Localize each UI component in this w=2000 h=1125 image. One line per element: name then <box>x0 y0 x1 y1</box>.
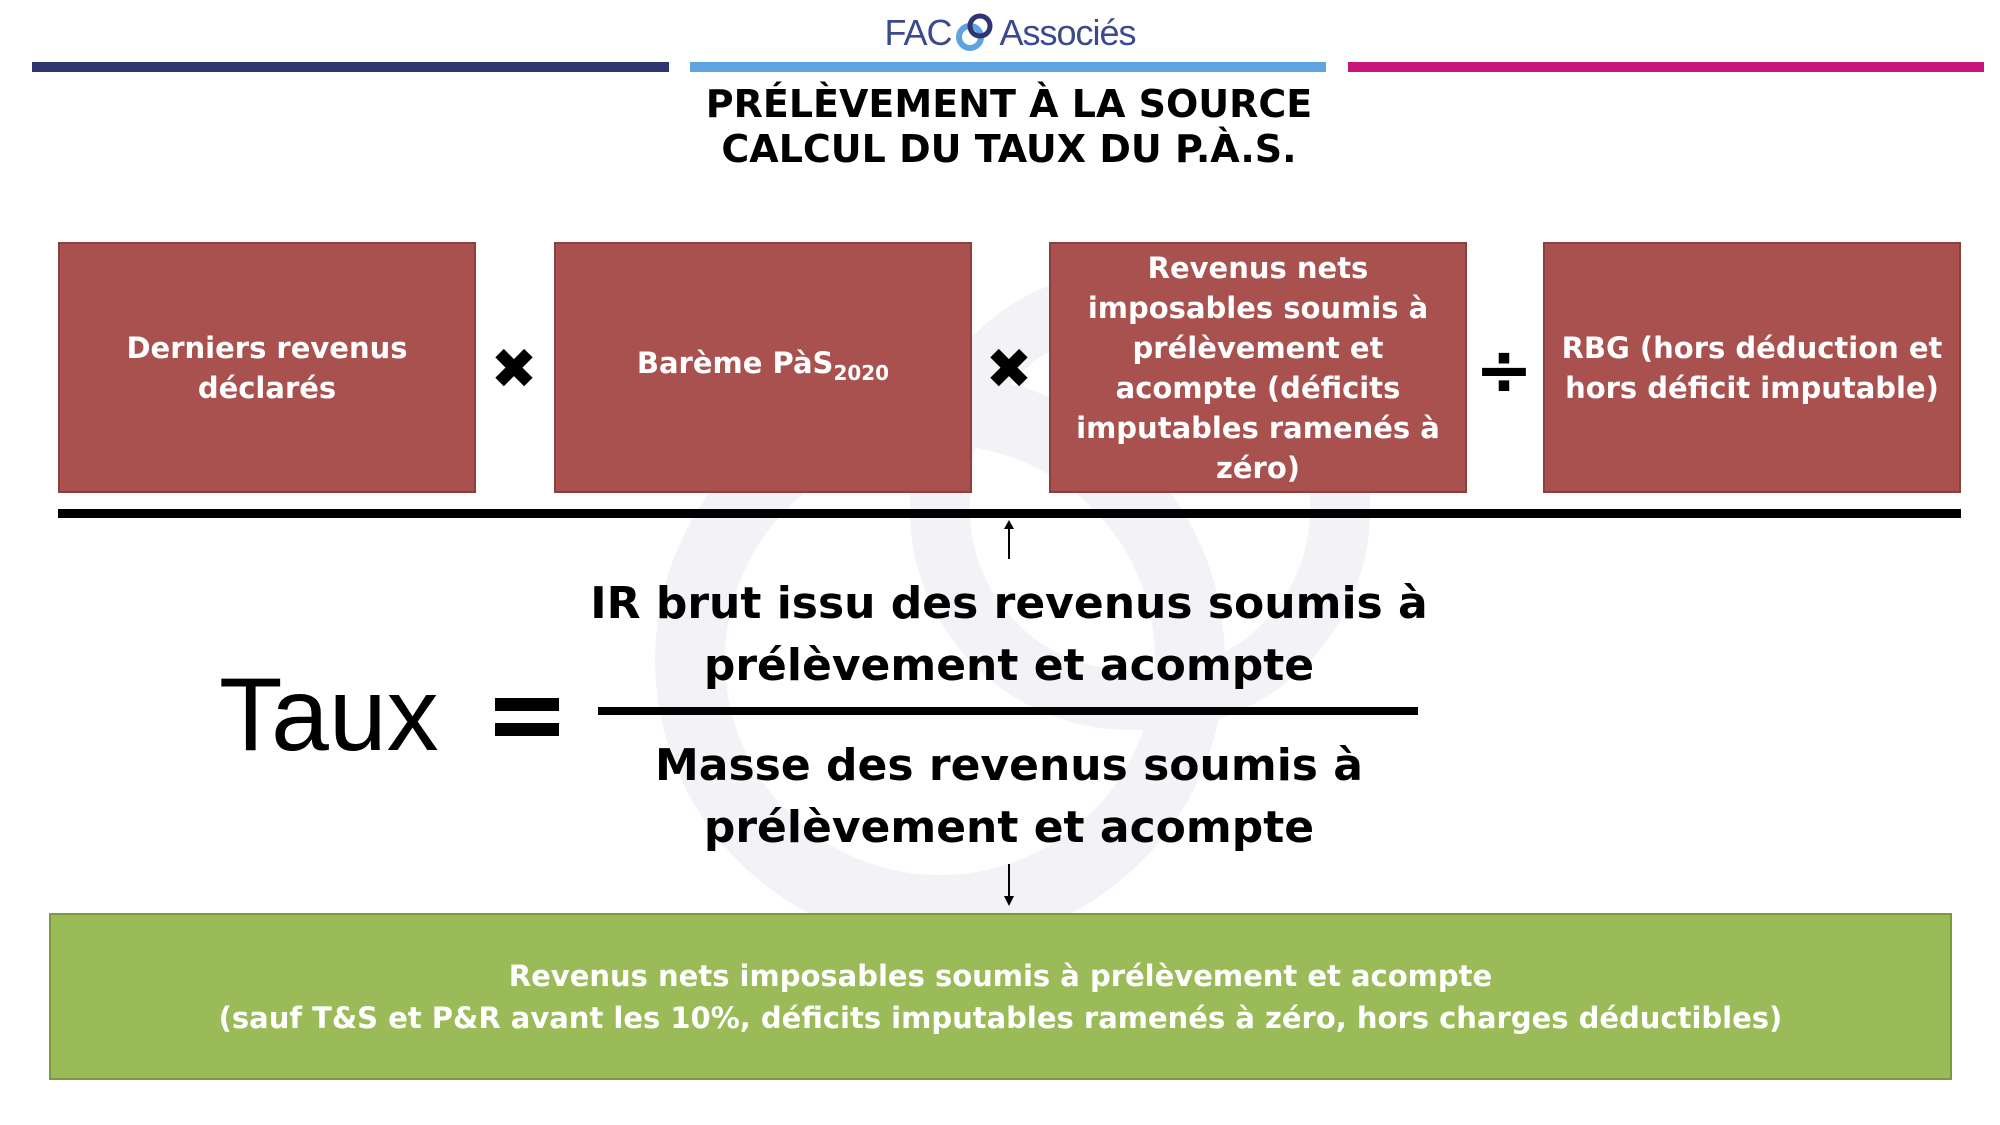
note-line-2: (sauf T&S et P&R avant les 10%, déficits… <box>218 1000 1783 1035</box>
box-bareme: Barème PàS2020 <box>554 242 972 493</box>
denominator: Masse des revenus soumis à prélèvement e… <box>0 735 2000 859</box>
title-line-1: PRÉLÈVEMENT À LA SOURCE <box>705 82 1313 126</box>
bareme-year: 2020 <box>833 360 890 385</box>
note-box: Revenus nets imposables soumis à prélève… <box>49 913 1952 1080</box>
note-line-1: Revenus nets imposables soumis à prélève… <box>508 958 1493 993</box>
numerator: IR brut issu des revenus soumis à prélèv… <box>0 573 2000 697</box>
equals-sign-top <box>495 698 559 711</box>
multiply-icon: ✖ <box>490 337 538 402</box>
divide-icon: ÷ <box>1474 329 1534 411</box>
box-label: RBG (hors déduction et hors déficit impu… <box>1561 330 1943 405</box>
taux-label: Taux <box>219 657 439 773</box>
page-title: PRÉLÈVEMENT À LA SOURCE CALCUL DU TAUX D… <box>0 82 2000 172</box>
multiply-icon: ✖ <box>985 337 1033 402</box>
logo-text-left: FAC <box>884 12 952 53</box>
logo-text-right: Associés <box>999 12 1136 53</box>
box-label: Revenus nets imposables soumis à prélève… <box>1076 250 1440 485</box>
header-bar-navy <box>32 62 669 72</box>
header-bar-magenta <box>1348 62 1984 72</box>
title-line-2: CALCUL DU TAUX DU P.À.S. <box>721 127 1297 171</box>
numerator-line-2: prélèvement et acompte <box>703 640 1315 691</box>
box-rbg: RBG (hors déduction et hors déficit impu… <box>1543 242 1961 493</box>
numerator-line-1: IR brut issu des revenus soumis à <box>590 578 1428 629</box>
denominator-line-1: Masse des revenus soumis à <box>655 740 1363 791</box>
header-bar-blue <box>690 62 1326 72</box>
box-derniers-revenus: Derniers revenus déclarés <box>58 242 476 493</box>
denominator-line-2: prélèvement et acompte <box>703 802 1315 853</box>
formula-underline <box>58 509 1961 518</box>
company-logo: FAC Associés <box>880 8 1140 58</box>
logo-rings-icon <box>955 13 995 53</box>
box-label: Derniers revenus déclarés <box>126 330 408 405</box>
arrow-down-icon <box>1004 864 1014 906</box>
equals-sign-bottom <box>495 723 559 736</box>
bareme-text: Barème PàS <box>636 345 834 380</box>
box-revenus-nets: Revenus nets imposables soumis à prélève… <box>1049 242 1467 493</box>
box-label: Barème PàS2020 <box>637 343 889 393</box>
fraction-bar <box>598 707 1418 715</box>
arrow-up-icon <box>1004 520 1014 559</box>
